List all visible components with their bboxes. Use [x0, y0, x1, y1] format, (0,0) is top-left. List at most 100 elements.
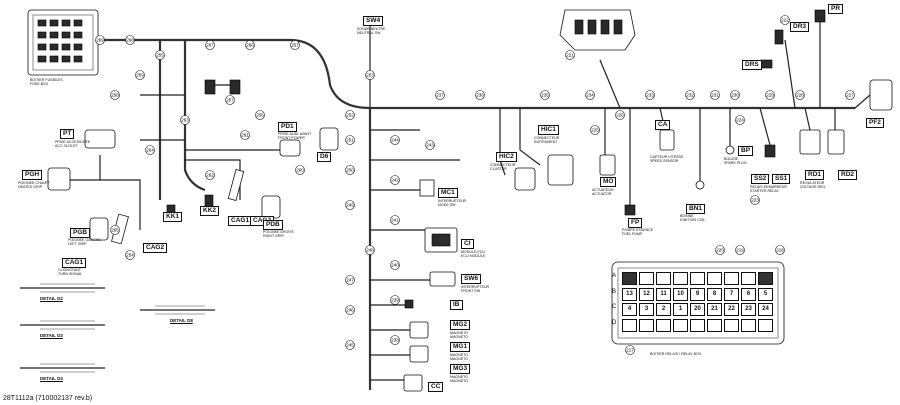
- code-mc1: MC1: [438, 188, 458, 198]
- callout-number: 231: [711, 93, 719, 98]
- callout-bubble: [390, 295, 400, 305]
- relay-row-label: B: [612, 288, 617, 295]
- desc-mg3: MAGNETO MAGNETO: [450, 375, 469, 384]
- relay-cell: [656, 318, 671, 332]
- code-pf2: PF2: [866, 118, 884, 128]
- callout-number: 233: [646, 93, 654, 98]
- callout-number: 263: [181, 118, 189, 123]
- pdb-connector: [261, 195, 281, 219]
- relay-row-label: D: [612, 319, 617, 326]
- relay-cell: 11: [656, 287, 671, 301]
- callout-bubble: [345, 135, 355, 145]
- desc-pgb: POIGNEE GAUCHE LEFT GRIP: [68, 238, 101, 247]
- callout-number: 240: [391, 263, 399, 268]
- callout-number: 266: [246, 43, 254, 48]
- code-ci: CI: [461, 239, 474, 249]
- pr-connector: [814, 9, 826, 23]
- callout-bubble: [750, 195, 760, 205]
- callout-bubble: [125, 250, 135, 260]
- detail-d4-label: DETAIL D4: [40, 376, 63, 381]
- desc-mc1: INTERRUPTEUR MODE SW: [438, 199, 467, 208]
- code-kk2: KK2: [200, 206, 220, 216]
- relay-cell: 12: [639, 287, 654, 301]
- pgb-connector: [89, 217, 109, 241]
- pf2-connector: [869, 79, 893, 111]
- callout-number: 243: [426, 143, 434, 148]
- ca-connector: [659, 129, 675, 151]
- relay-cell: 5: [758, 287, 773, 301]
- code-cag2: CAG2: [143, 243, 168, 253]
- callout-bubble: [145, 145, 155, 155]
- code-cc: CC: [428, 382, 444, 392]
- callout-bubble: [95, 35, 105, 45]
- callout-bubble: [765, 90, 775, 100]
- callout-bubble: [345, 110, 355, 120]
- desc-pgh: POIGNEE CHAUFF. HEATED GRIP: [18, 181, 51, 190]
- callout-number: 261: [241, 133, 249, 138]
- big-connector-lead: [599, 59, 621, 109]
- callout-number: 220: [716, 248, 724, 253]
- callout-bubble: [710, 90, 720, 100]
- desc-ca: CAPTEUR VITESSE SPEED SENSOR: [650, 155, 684, 164]
- code-hic2: HIC2: [496, 152, 517, 162]
- callout-number: 238: [391, 338, 399, 343]
- callout-bubble: [685, 90, 695, 100]
- desc-ci: MODULE ECU ECU MODULE: [461, 250, 485, 259]
- relay-cell: [758, 318, 773, 332]
- fuse-box-cells: [37, 19, 83, 63]
- code-sw4: SW4: [363, 16, 384, 26]
- callout-bubble: [615, 110, 625, 120]
- relay-cell: [690, 318, 705, 332]
- callout-bubble: [345, 165, 355, 175]
- drawing-footer: 28T1112a (710002137 rev.b): [3, 395, 93, 402]
- code-ss1: SS1: [772, 174, 791, 184]
- desc-pt: PRISE ACCESSOIRE ACC OUTLET: [55, 140, 91, 149]
- relay-cell: 23: [741, 303, 756, 316]
- callout-bubble: [345, 305, 355, 315]
- callout-bubble: [365, 245, 375, 255]
- hic1-connector: [547, 154, 574, 186]
- pgh-connector: [47, 167, 71, 191]
- relay-row-label: A: [612, 273, 617, 279]
- large-connector-top: [559, 9, 636, 51]
- callout-bubble: [345, 340, 355, 350]
- callout-bubble: [715, 245, 725, 255]
- callout-number: 268: [126, 38, 134, 43]
- relay-cell: [724, 318, 739, 332]
- relay-cell: [673, 318, 688, 332]
- dr3-lead: [784, 39, 796, 109]
- code-drs: DRS: [742, 60, 762, 70]
- callout-number: 251: [346, 138, 354, 143]
- relay-cell: 7: [724, 287, 739, 301]
- callout-number: 259: [136, 73, 144, 78]
- callout-number: 239: [391, 298, 399, 303]
- pd1-connector: [279, 139, 301, 157]
- callout-number: 223: [751, 198, 759, 203]
- code-pgh: PGH: [22, 170, 43, 180]
- callout-bubble: [345, 275, 355, 285]
- rd1-connector: [799, 129, 821, 155]
- callout-bubble: [155, 50, 165, 60]
- pf2-lead: [854, 94, 871, 109]
- code-d6: D6: [317, 152, 332, 162]
- callout-bubble: [290, 40, 300, 50]
- callout-number: 218: [776, 248, 784, 253]
- relay-cell: [707, 272, 722, 285]
- code-mg3: MG3: [450, 364, 471, 374]
- code-mg1: MG1: [450, 342, 471, 352]
- code-ib: IB: [450, 300, 463, 310]
- relay-cell: [741, 318, 756, 332]
- mo-connector: [599, 154, 616, 176]
- callout-number: 260: [296, 168, 304, 173]
- desc-bp: BOUGIE SPARK PLUG: [724, 157, 747, 166]
- ib-connector: [404, 299, 414, 309]
- cc-connector: [403, 374, 423, 392]
- callout-bubble: [590, 125, 600, 135]
- desc-bn1: BOBINE IGNITION COIL: [680, 214, 706, 223]
- callout-number: 232: [686, 93, 694, 98]
- relay-cell: 24: [758, 303, 773, 316]
- relay-cell: [758, 272, 773, 285]
- code-rd1: RD1: [805, 170, 825, 180]
